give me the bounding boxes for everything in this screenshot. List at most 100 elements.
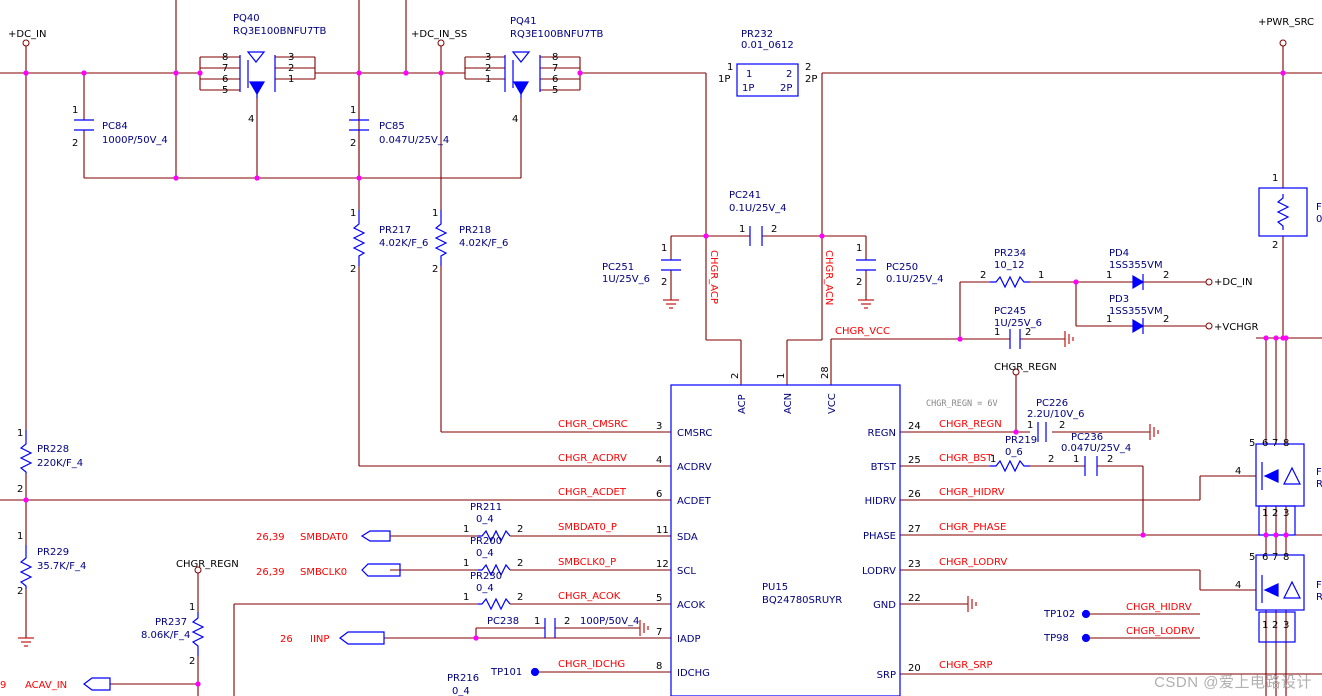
- ic-pin-num-23: 23: [908, 559, 921, 570]
- ic-pin-idchg: IDCHG: [677, 668, 710, 679]
- pc241-pin2: 2: [771, 224, 777, 235]
- pq41-pin4: 4: [512, 114, 518, 125]
- ic-pin-num-3: 3: [656, 421, 662, 432]
- rclip-pin2: 2: [1272, 240, 1278, 251]
- ref-fet-hi: F: [1316, 467, 1322, 478]
- pr200-pin1: 1: [463, 558, 469, 569]
- ic-pin-num-26: 26: [908, 489, 921, 500]
- net-dc-in-ss: +DC_IN_SS: [411, 29, 467, 40]
- ref-rclip: F: [1316, 202, 1322, 213]
- pr217-pin1: 1: [350, 208, 356, 219]
- pr232-body: [736, 63, 799, 97]
- cap-pc251: [661, 259, 681, 271]
- watermark: CSDN @爱上电路设计: [1154, 674, 1312, 691]
- net-chgr-lodrv-tp: CHGR_LODRV: [1126, 626, 1194, 637]
- ref-pq40: PQ40: [233, 13, 260, 24]
- ref-pc226: PC226: [1036, 398, 1068, 409]
- net-iinp: IINP: [310, 634, 329, 645]
- val-pq41: RQ3E100BNFU7TB: [510, 29, 603, 40]
- net-chgr-acdet: CHGR_ACDET: [558, 487, 627, 498]
- ic-pin-num-28: 28: [820, 366, 831, 379]
- fetlo-pin7: 7: [1272, 552, 1278, 563]
- ic-pin-srp: SRP: [877, 670, 896, 681]
- pc84-pin1: 1: [72, 105, 78, 116]
- val-pc85: 0.047U/25V_4: [379, 135, 449, 146]
- pc84-pin2: 2: [72, 138, 78, 149]
- ref-pu15: PU15: [762, 582, 788, 593]
- pq40-pin4: 4: [248, 114, 254, 125]
- ic-pin-num-27: 27: [908, 524, 921, 535]
- ref-pc250: PC250: [886, 262, 918, 273]
- diode-pd3: [1132, 318, 1145, 334]
- val-pr200: 0_4: [476, 548, 494, 559]
- pr237-pin2: 2: [189, 656, 195, 667]
- fetlo-pin3: 3: [1283, 620, 1289, 631]
- ref-pd4: PD4: [1109, 248, 1129, 259]
- pr228-pin2: 2: [17, 484, 23, 495]
- net-chgr-regn-pin: CHGR_REGN: [939, 419, 1002, 430]
- pwr-src-port: [1279, 39, 1287, 47]
- val-fet-lo: R: [1316, 592, 1322, 603]
- ref-9: 9: [0, 680, 6, 691]
- pc238-pin1: 1: [534, 616, 540, 627]
- val-pc251: 1U/25V_6: [602, 274, 650, 285]
- iinp-flag: [339, 631, 385, 645]
- net-smbclk0-p: SMBCLK0_P: [558, 557, 616, 568]
- fetlo-pin4: 4: [1235, 580, 1241, 591]
- fethi-pin2: 2: [1272, 508, 1278, 519]
- net-chgr-idchg: CHGR_IDCHG: [558, 659, 625, 670]
- net-chgr-acdrv: CHGR_ACDRV: [558, 453, 627, 464]
- val-rclip: 0: [1316, 214, 1322, 225]
- res-pr211: [478, 529, 511, 543]
- vchgr-port: [1205, 322, 1213, 330]
- pc236-pin1: 1: [1073, 454, 1079, 465]
- pr232-outer-2p: 2P: [805, 74, 817, 85]
- val-pr216: 0_4: [452, 686, 470, 696]
- ref-26: 26: [280, 634, 293, 645]
- fethi-pin4: 4: [1235, 466, 1241, 477]
- pr232-pin1: 1: [746, 69, 752, 80]
- ic-pin-num-2: 2: [730, 373, 741, 379]
- fethi-pin8: 8: [1283, 438, 1289, 449]
- ref-pr232: PR232: [741, 29, 773, 40]
- pr234-pin2: 2: [980, 270, 986, 281]
- pc245-pin1: 1: [994, 327, 1000, 338]
- val-pu15: BQ24780SRUYR: [762, 595, 842, 606]
- pr218-pin2: 2: [432, 264, 438, 275]
- ic-pin-num-8: 8: [656, 661, 662, 672]
- net-pwr-src: +PWR_SRC: [1258, 17, 1314, 28]
- ic-pin-num-25: 25: [908, 455, 921, 466]
- net-acav-in: ACAV_IN: [25, 680, 67, 691]
- cap-pc236: [1084, 456, 1098, 476]
- val-pr211: 0_4: [476, 514, 494, 525]
- ic-pin-num-7: 7: [656, 627, 662, 638]
- junctions: [23, 70, 1289, 687]
- ic-pin-num-4: 4: [656, 455, 662, 466]
- pr232-outer-pin2: 2: [805, 62, 811, 73]
- pc241-pin1: 1: [739, 224, 745, 235]
- pr234-pin1: 1: [1038, 270, 1044, 281]
- ref-pr229: PR229: [37, 547, 69, 558]
- pq41-pin7: 7: [552, 63, 558, 74]
- val-pr232: 0.01_0612: [741, 40, 794, 51]
- pr219-pin2: 2: [1048, 454, 1054, 465]
- val-pr228: 220K/F_4: [37, 458, 83, 469]
- fetlo-pin1: 1: [1262, 620, 1268, 631]
- pr219-pin1: 1: [990, 454, 996, 465]
- pq40-pin6: 6: [222, 74, 228, 85]
- net-chgr-acn: CHGR_ACN: [823, 250, 834, 305]
- val-pc241: 0.1U/25V_4: [729, 203, 787, 214]
- pq41-pin2: 2: [485, 63, 491, 74]
- chgr-regn-left-port: [194, 566, 202, 574]
- ref-pc236: PC236: [1071, 432, 1103, 443]
- ic-pin-regn: REGN: [868, 428, 897, 439]
- pr230-pin2: 2: [517, 592, 523, 603]
- ref-pq41: PQ41: [510, 16, 537, 27]
- pq40-pin2: 2: [288, 63, 294, 74]
- net-smbclk0: SMBCLK0: [300, 567, 347, 578]
- regn-note: CHGR_REGN = 6V: [926, 399, 998, 409]
- fethi-pin3: 3: [1283, 508, 1289, 519]
- pr232-pin1p: 1P: [742, 83, 754, 94]
